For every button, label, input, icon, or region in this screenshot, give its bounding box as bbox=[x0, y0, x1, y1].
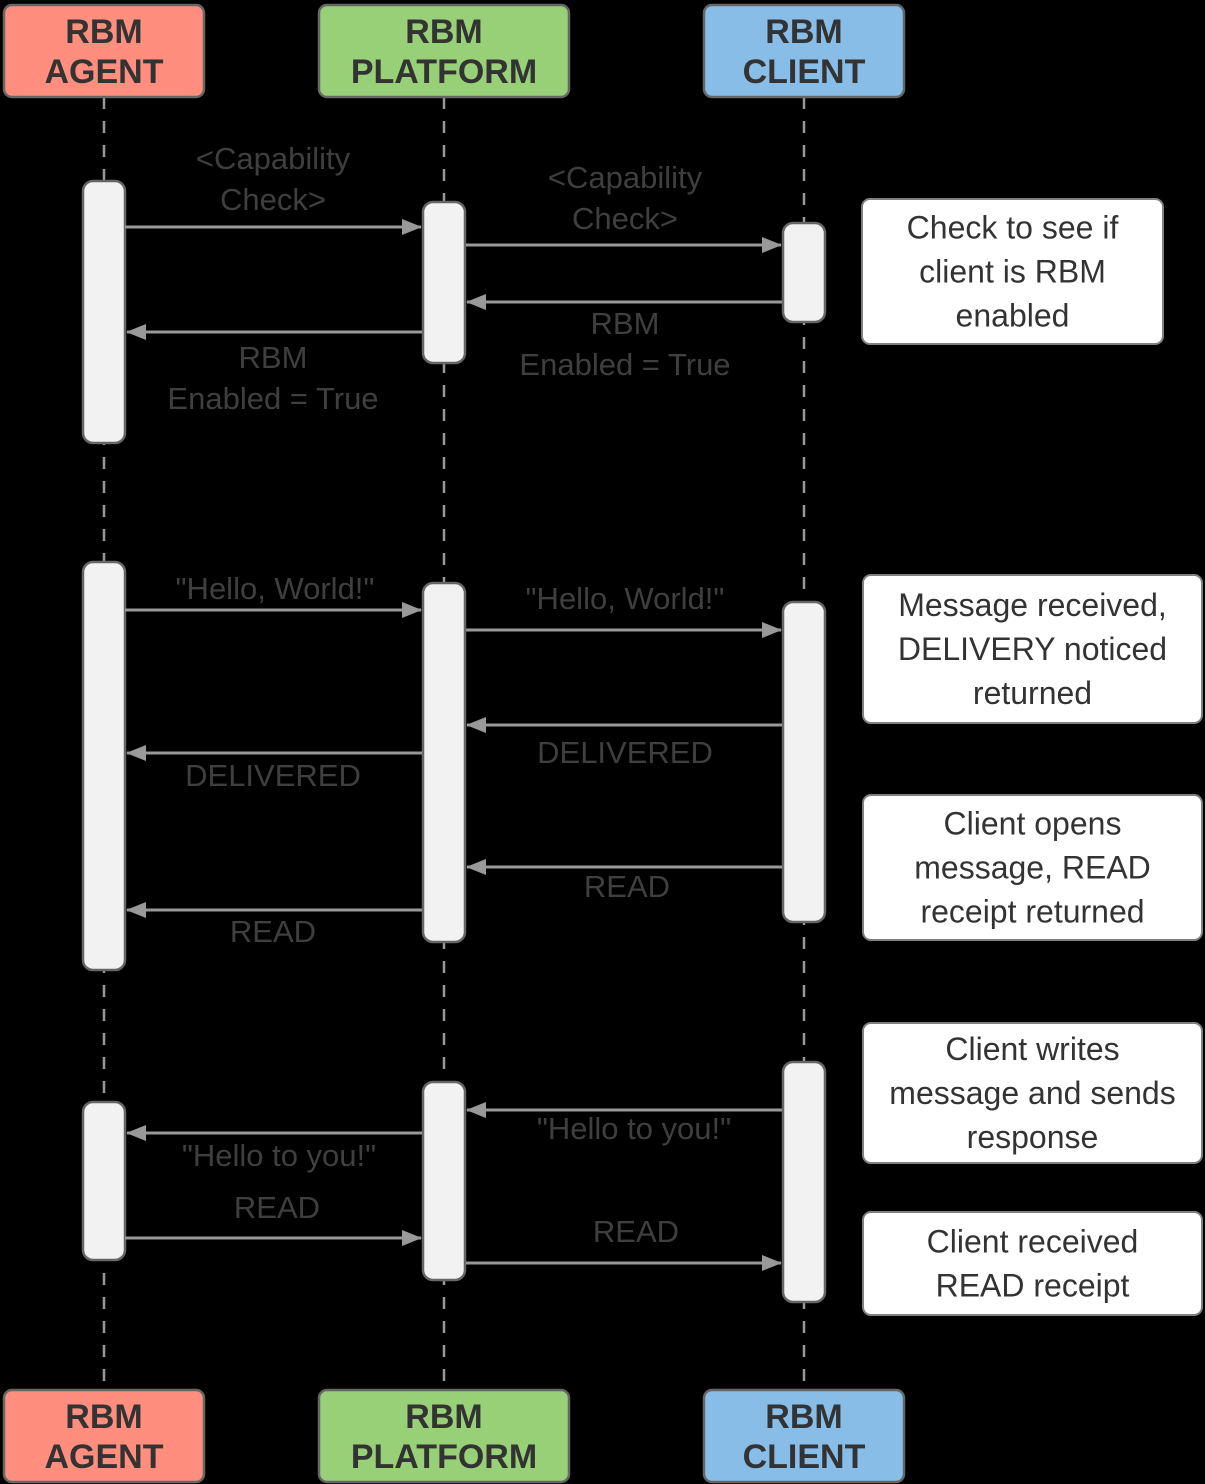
message-label-12: READ bbox=[234, 1190, 320, 1225]
message-label-11: "Hello to you!" bbox=[182, 1138, 376, 1173]
activation-bar-rbm-client-2 bbox=[781, 221, 827, 324]
actor-header-box-rbm-platform bbox=[317, 3, 571, 99]
actor-footer-box-rbm-platform bbox=[317, 1388, 571, 1484]
activation-bar-rbm-platform-7 bbox=[421, 1080, 467, 1282]
message-label-7: DELIVERED bbox=[185, 758, 361, 793]
note-box-4 bbox=[862, 1211, 1203, 1316]
activation-bar-rbm-platform-4 bbox=[421, 581, 467, 944]
message-label-5: "Hello, World!" bbox=[526, 581, 725, 616]
message-label-9: READ bbox=[230, 914, 316, 949]
message-label-13: READ bbox=[593, 1214, 679, 1249]
note-box-3 bbox=[862, 1022, 1203, 1164]
actor-footer-box-rbm-client bbox=[702, 1388, 906, 1484]
message-label-8: READ bbox=[584, 869, 670, 904]
note-box-1 bbox=[862, 574, 1203, 724]
message-label-10: "Hello to you!" bbox=[537, 1111, 731, 1146]
activation-bar-rbm-agent-0 bbox=[81, 179, 127, 445]
activation-bar-rbm-agent-3 bbox=[81, 560, 127, 972]
note-box-0 bbox=[861, 198, 1164, 345]
activation-bar-rbm-client-5 bbox=[781, 600, 827, 924]
activation-bar-rbm-platform-1 bbox=[421, 200, 467, 365]
message-label-4: "Hello, World!" bbox=[176, 571, 375, 606]
activation-bar-rbm-agent-8 bbox=[81, 1100, 127, 1262]
actor-header-box-rbm-agent bbox=[2, 3, 206, 99]
activation-bar-rbm-client-6 bbox=[781, 1060, 827, 1304]
message-label-6: DELIVERED bbox=[537, 735, 713, 770]
actor-header-box-rbm-client bbox=[702, 3, 906, 99]
note-box-2 bbox=[862, 794, 1203, 941]
actor-footer-box-rbm-agent bbox=[2, 1388, 206, 1484]
